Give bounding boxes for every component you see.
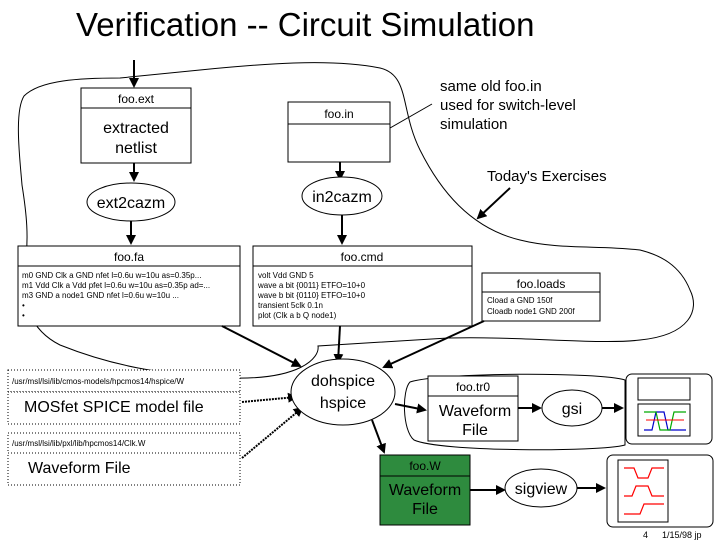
dohspice-label: dohspice [311, 373, 375, 390]
foo-fa-line-5: • [22, 311, 25, 320]
model-file-label: MOSfet SPICE model file [24, 399, 204, 416]
slide-title: Verification -- Circuit Simulation [76, 6, 535, 43]
arrow-fa-to-dohspice [221, 325, 302, 367]
arrow-dohspice-to-w [371, 419, 386, 454]
foo-tr0-body-line-1: Waveform [439, 403, 511, 420]
foo-in-box[interactable]: foo.in [287, 101, 391, 163]
sigview-tool[interactable]: sigview [504, 468, 578, 508]
foo-fa-header: foo.fa [114, 250, 144, 264]
foo-ext-header: foo.ext [118, 92, 155, 106]
foo-loads-line-2: Cloadb node1 GND 200f [487, 307, 575, 316]
ext2cazm-tool[interactable]: ext2cazm [86, 182, 176, 222]
foo-fa-box[interactable]: foo.fa m0 GND Clk a GND nfet l=0.6u w=10… [17, 245, 241, 327]
foo-ext-box[interactable]: foo.ext extracted netlist [80, 87, 192, 164]
foo-w-body-line-1: Waveform [389, 482, 461, 499]
gsi-display-monitor[interactable] [625, 373, 713, 445]
ext2cazm-label: ext2cazm [97, 195, 165, 212]
gsi-tool[interactable]: gsi [541, 389, 603, 427]
foo-fa-line-2: m1 Vdd Clk a Vdd pfet l=0.6u w=10u as=0.… [22, 281, 210, 290]
model-file-path: /usr/msl/lsi/lib/cmos-models/hpcmos14/hs… [12, 377, 184, 386]
foo-fa-line-3: m3 GND a node1 GND nfet l=0.6u w=10u ... [22, 291, 179, 300]
arrow-cmd-to-dohspice [333, 325, 344, 364]
foo-tr0-box[interactable]: foo.tr0 Waveform File [427, 375, 519, 442]
arrow-todays-exercises [476, 187, 511, 220]
sigview-display-monitor[interactable] [606, 454, 714, 528]
note-leader-line [389, 103, 433, 129]
foo-ext-body-line-1: extracted [103, 120, 169, 137]
foo-cmd-line-1: volt Vdd GND 5 [258, 271, 314, 280]
foo-fa-line-1: m0 GND Clk a GND nfet l=0.6u w=10u as=0.… [22, 271, 201, 280]
foo-cmd-header: foo.cmd [341, 250, 384, 264]
note-same-old-line-3: simulation [440, 116, 508, 133]
foo-loads-line-1: Cload a GND 150f [487, 296, 553, 305]
foo-cmd-line-2: wave a bit {0011} ETFO=10+0 [257, 281, 366, 290]
page-number: 4 [643, 530, 648, 540]
arrow-model-to-dohspice [241, 392, 298, 403]
foo-w-body-line-2: File [412, 501, 438, 518]
foo-w-header: foo.W [409, 459, 441, 473]
gsi-label: gsi [562, 401, 582, 418]
hspice-label: hspice [320, 395, 366, 412]
foo-cmd-box[interactable]: foo.cmd volt Vdd GND 5 wave a bit {0011}… [252, 245, 473, 327]
foo-cmd-line-5: plot (Clk a b Q node1) [258, 311, 337, 320]
sigview-label: sigview [515, 481, 568, 498]
note-todays-exercises: Today's Exercises [487, 168, 607, 185]
note-same-old-line-1: same old foo.in [440, 78, 542, 95]
note-same-old-line-2: used for switch-level [440, 97, 576, 114]
foo-tr0-header: foo.tr0 [456, 380, 490, 394]
arrow-loads-to-dohspice [382, 320, 485, 369]
in2cazm-tool[interactable]: in2cazm [301, 176, 383, 216]
foo-loads-box[interactable]: foo.loads Cload a GND 150f Cloadb node1 … [481, 272, 601, 322]
foo-w-box[interactable]: foo.W Waveform File [379, 454, 471, 526]
arrow-waveform-to-dohspice [241, 406, 304, 459]
foo-fa-line-4: • [22, 301, 25, 310]
foo-in-header: foo.in [324, 107, 353, 121]
foo-ext-body-line-2: netlist [115, 140, 157, 157]
footer-date-author: 1/15/98 jp [662, 530, 702, 540]
foo-loads-header: foo.loads [517, 277, 566, 291]
waveform-input-label: Waveform File [28, 460, 131, 477]
waveform-input-box[interactable]: /usr/msl/lsi/lib/pxl/lib/hpcmos14/Clk.W … [7, 432, 241, 486]
foo-cmd-line-4: transient 5clk 0.1n [258, 301, 323, 310]
model-file-box[interactable]: /usr/msl/lsi/lib/cmos-models/hpcmos14/hs… [7, 369, 241, 425]
gsi-enclosure [403, 373, 626, 451]
foo-tr0-body-line-2: File [462, 422, 488, 439]
foo-cmd-line-3: wave b bit {0110} ETFO=10+0 [257, 291, 366, 300]
arrow-dohspice-to-tr0 [394, 403, 427, 414]
dohspice-tool[interactable]: dohspice hspice [290, 358, 396, 426]
waveform-input-path: /usr/msl/lsi/lib/pxl/lib/hpcmos14/Clk.W [12, 439, 146, 448]
in2cazm-label: in2cazm [312, 189, 372, 206]
exercise-boundary [17, 62, 694, 379]
